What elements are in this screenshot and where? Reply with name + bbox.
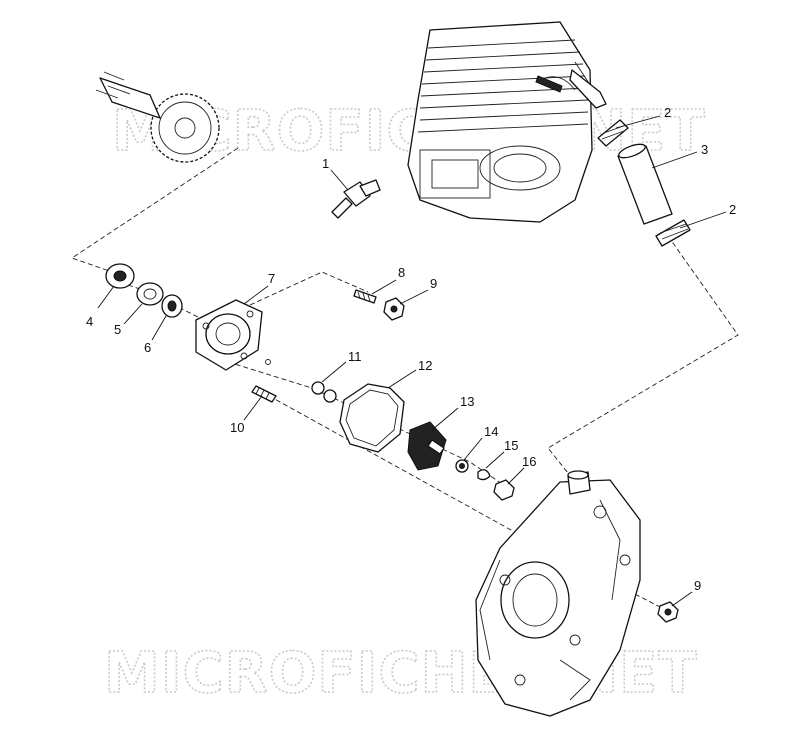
nut-lower: [657, 601, 679, 623]
o-rings: [311, 381, 337, 403]
callout-8: 8: [398, 265, 405, 280]
callout-3: 3: [701, 142, 708, 157]
cylinder-block: [407, 21, 607, 223]
callout-9-upper: 9: [430, 276, 437, 291]
leader-lines: [97, 115, 727, 607]
callout-5: 5: [114, 322, 121, 337]
temp-sensor: [331, 179, 381, 219]
callout-2-lower: 2: [729, 202, 736, 217]
callout-7: 7: [268, 271, 275, 286]
stud-and-nut: [353, 289, 405, 321]
callout-12: 12: [418, 358, 432, 373]
impeller: [407, 421, 447, 471]
callout-14: 14: [484, 424, 498, 439]
bearings: [105, 263, 183, 318]
callout-15: 15: [504, 438, 518, 453]
stud-10: [251, 385, 277, 403]
seal-and-nut: [455, 459, 515, 501]
callout-16: 16: [522, 454, 536, 469]
callout-2-upper: 2: [664, 105, 671, 120]
callout-labels: 1 2 3 2 4 5 6 7 8 9 10 11 12 13 14 15 16…: [86, 105, 736, 593]
drive-gear: [95, 71, 220, 163]
callout-9-lower: 9: [694, 578, 701, 593]
callout-10: 10: [230, 420, 244, 435]
callout-4: 4: [86, 314, 93, 329]
gasket: [339, 383, 405, 453]
callout-11: 11: [348, 349, 362, 364]
callout-6: 6: [144, 340, 151, 355]
callout-13: 13: [460, 394, 474, 409]
crankcase-cover: [475, 470, 641, 717]
callout-1: 1: [322, 156, 329, 171]
pump-housing: [195, 299, 271, 371]
